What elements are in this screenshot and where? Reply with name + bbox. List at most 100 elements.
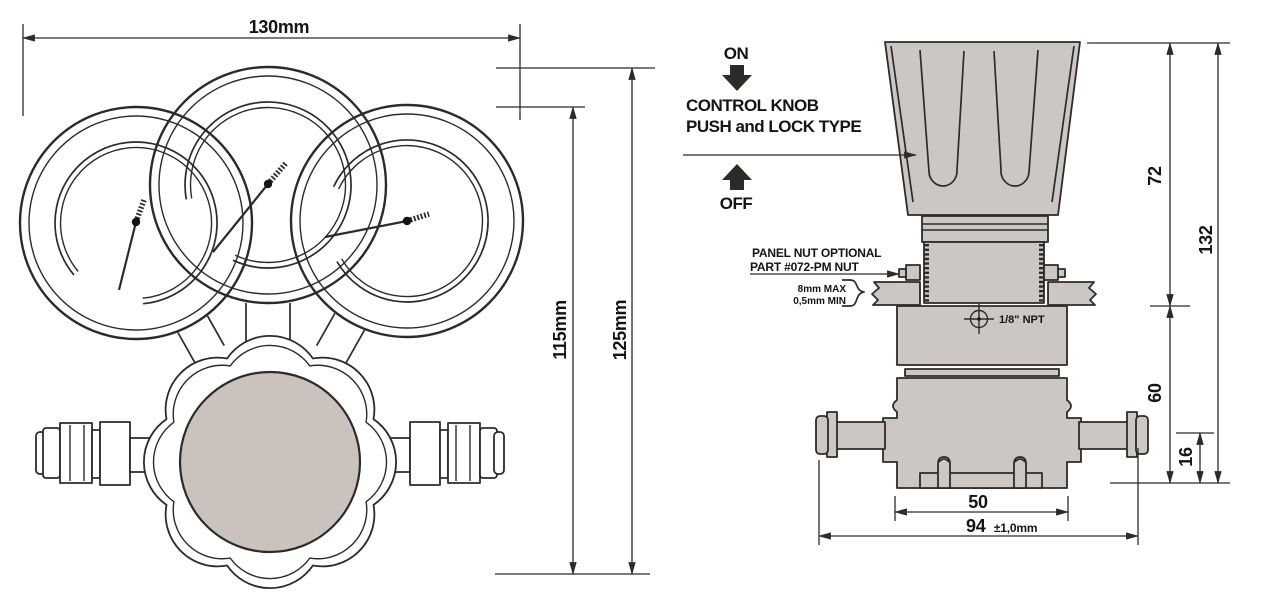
port-cap (1135, 415, 1149, 455)
gauge-dial-arc-inner (337, 144, 484, 298)
knob-scallop-inner (152, 344, 388, 580)
base-pin-right (1013, 456, 1027, 489)
base-pin-left (937, 456, 951, 489)
adjust-knob-front (143, 335, 397, 589)
gauge-inner-ring (299, 113, 515, 329)
dim-94-label: 94 ±1,0mm (966, 516, 1037, 536)
dim-height-inner-label: 115mm (550, 300, 570, 360)
collar-bands (922, 223, 1048, 231)
fitting-collar (91, 429, 101, 479)
panel-thickness-max-label: 8mm MAX (798, 284, 847, 295)
lower-body-block (882, 377, 1082, 489)
knob-flute-1 (919, 49, 965, 187)
gauge-needle-tail (265, 161, 289, 186)
panel-plate-left (871, 281, 921, 306)
fitting-ring-hatch (69, 425, 85, 481)
panel-nut-tab (1057, 268, 1066, 278)
arrow-up-icon (722, 164, 752, 190)
gauge-needle-pivot (131, 217, 141, 227)
fitting-hex-nut (99, 421, 131, 486)
gauge-right (289, 103, 525, 339)
thickness-brace-icon (842, 279, 865, 307)
side-port-right (1078, 411, 1149, 458)
control-knob (884, 41, 1081, 216)
panel-nut-note-line1: PANEL NUT OPTIONAL (752, 246, 881, 260)
front-view: 130mm 115mm 125mm (18, 17, 655, 589)
panel-thickness-min-label: 0,5mm MIN (793, 296, 846, 307)
knob-operation-note: ON CONTROL KNOB PUSH and LOCK TYPE OFF (683, 44, 918, 213)
dim-94-tolerance: ±1,0mm (994, 521, 1037, 535)
port-shaft (835, 421, 886, 450)
dimension-heights: 115mm 125mm (495, 66, 655, 576)
gauge-center (148, 65, 388, 305)
knob-note-line2: PUSH and LOCK TYPE (686, 117, 861, 136)
gauge-inner-ring (158, 75, 378, 295)
dim-50-label: 50 (968, 492, 988, 512)
npt-port-marker: 1/8" NPT (964, 304, 1045, 334)
knob-flute-2 (993, 49, 1039, 187)
gauge-needle-pivot (402, 216, 412, 226)
fitting-cap (42, 427, 61, 479)
gauge-needle (212, 183, 269, 253)
off-label: OFF (720, 194, 753, 213)
dim-width-label: 130mm (249, 17, 310, 37)
left-gauge-stem (177, 315, 225, 363)
fitting-ring (447, 422, 481, 484)
fitting-collar (439, 429, 449, 479)
crosshair-dot (977, 317, 981, 321)
fitting-ring (59, 422, 93, 484)
gauge-dial-arc (54, 141, 218, 305)
panel-nut-note: PANEL NUT OPTIONAL PART #072-PM NUT (750, 246, 901, 278)
threaded-stem (923, 241, 1045, 304)
dimension-horizontal-bottom: 50 94 ±1,0mm (817, 448, 1140, 545)
on-label: ON (724, 44, 749, 63)
port-cap (815, 415, 829, 455)
gauge-needle (324, 219, 408, 239)
fitting-tip (493, 431, 505, 475)
side-view: 1/8" NPT ON CONTROL KNOB PUSH and LOCK T… (683, 41, 1230, 545)
upper-body-block (896, 305, 1068, 366)
gauge-inner-ring (28, 115, 244, 331)
dim-16-label: 16 (1176, 447, 1196, 467)
panel-nut-left (898, 264, 921, 281)
right-gauge-stem (315, 313, 366, 363)
dimension-overall-width: 130mm (21, 17, 522, 120)
panel-thickness-note: 8mm MAX 0,5mm MIN (793, 279, 865, 307)
side-port-left (815, 411, 886, 458)
base-pin-left-cap (938, 458, 950, 463)
knob-collar (921, 215, 1049, 243)
npt-label: 1/8" NPT (999, 314, 1045, 326)
dim-94-value: 94 (966, 516, 986, 536)
outlet-fitting-right (384, 421, 505, 486)
gauge-dial-arc-inner (59, 146, 213, 299)
panel-plate-right (1047, 281, 1097, 306)
fitting-ring-hatch (455, 425, 471, 481)
gauge-outer-ring (18, 105, 254, 341)
knob-note-line1: CONTROL KNOB (686, 96, 819, 115)
dimension-vertical-right: 72 132 60 16 (1087, 41, 1230, 485)
arrow-down-icon (722, 65, 752, 91)
fitting-hex-nut (409, 421, 441, 486)
inlet-fitting-left (35, 421, 156, 486)
knob-silhouette (884, 41, 1081, 216)
panel-nut-right (1043, 264, 1066, 281)
gauge-outer-ring (148, 65, 388, 305)
panel-nut-body (905, 264, 921, 281)
gauge-needle (117, 221, 138, 291)
panel-nut-note-line2: PART #072-PM NUT (750, 260, 859, 274)
panel-nut-body (1043, 264, 1059, 281)
base-pin-right-cap (1014, 458, 1026, 463)
gauge-dial-arc (332, 139, 489, 303)
panel-nut-tab (898, 268, 907, 278)
dim-60-label: 60 (1145, 383, 1165, 403)
gasket-band (904, 368, 1060, 377)
knob-bevel-left (890, 45, 914, 203)
dim-height-outer-label: 125mm (610, 300, 630, 361)
dim-72-label: 72 (1145, 166, 1165, 186)
port-shaft (1078, 421, 1129, 450)
knob-face-disc (178, 370, 362, 554)
gauge-needle-pivot (263, 179, 273, 189)
knob-bevel-right (1051, 45, 1075, 203)
